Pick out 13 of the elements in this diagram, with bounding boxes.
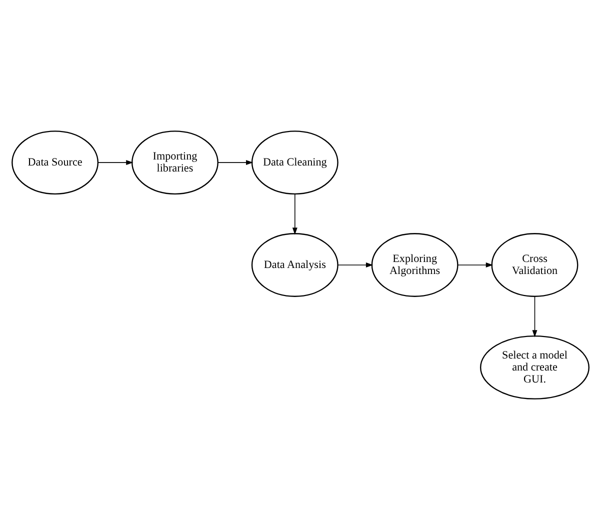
arrow	[458, 262, 494, 268]
node-ellipse: Exploring Algorithms	[371, 233, 458, 297]
node-ellipse: Select a model and create GUI.	[480, 335, 590, 400]
node-ellipse: Data Cleaning	[251, 130, 338, 195]
node-ellipse: Importing libraries	[132, 130, 218, 195]
node-ellipse: Cross Validation	[491, 233, 578, 297]
arrow	[338, 262, 374, 268]
arrow	[292, 194, 298, 235]
node-ellipse: Data Analysis	[251, 233, 338, 297]
node-ellipse: Data Source	[12, 130, 99, 195]
arrow	[98, 160, 134, 166]
arrow	[532, 296, 538, 338]
arrow	[218, 160, 254, 166]
